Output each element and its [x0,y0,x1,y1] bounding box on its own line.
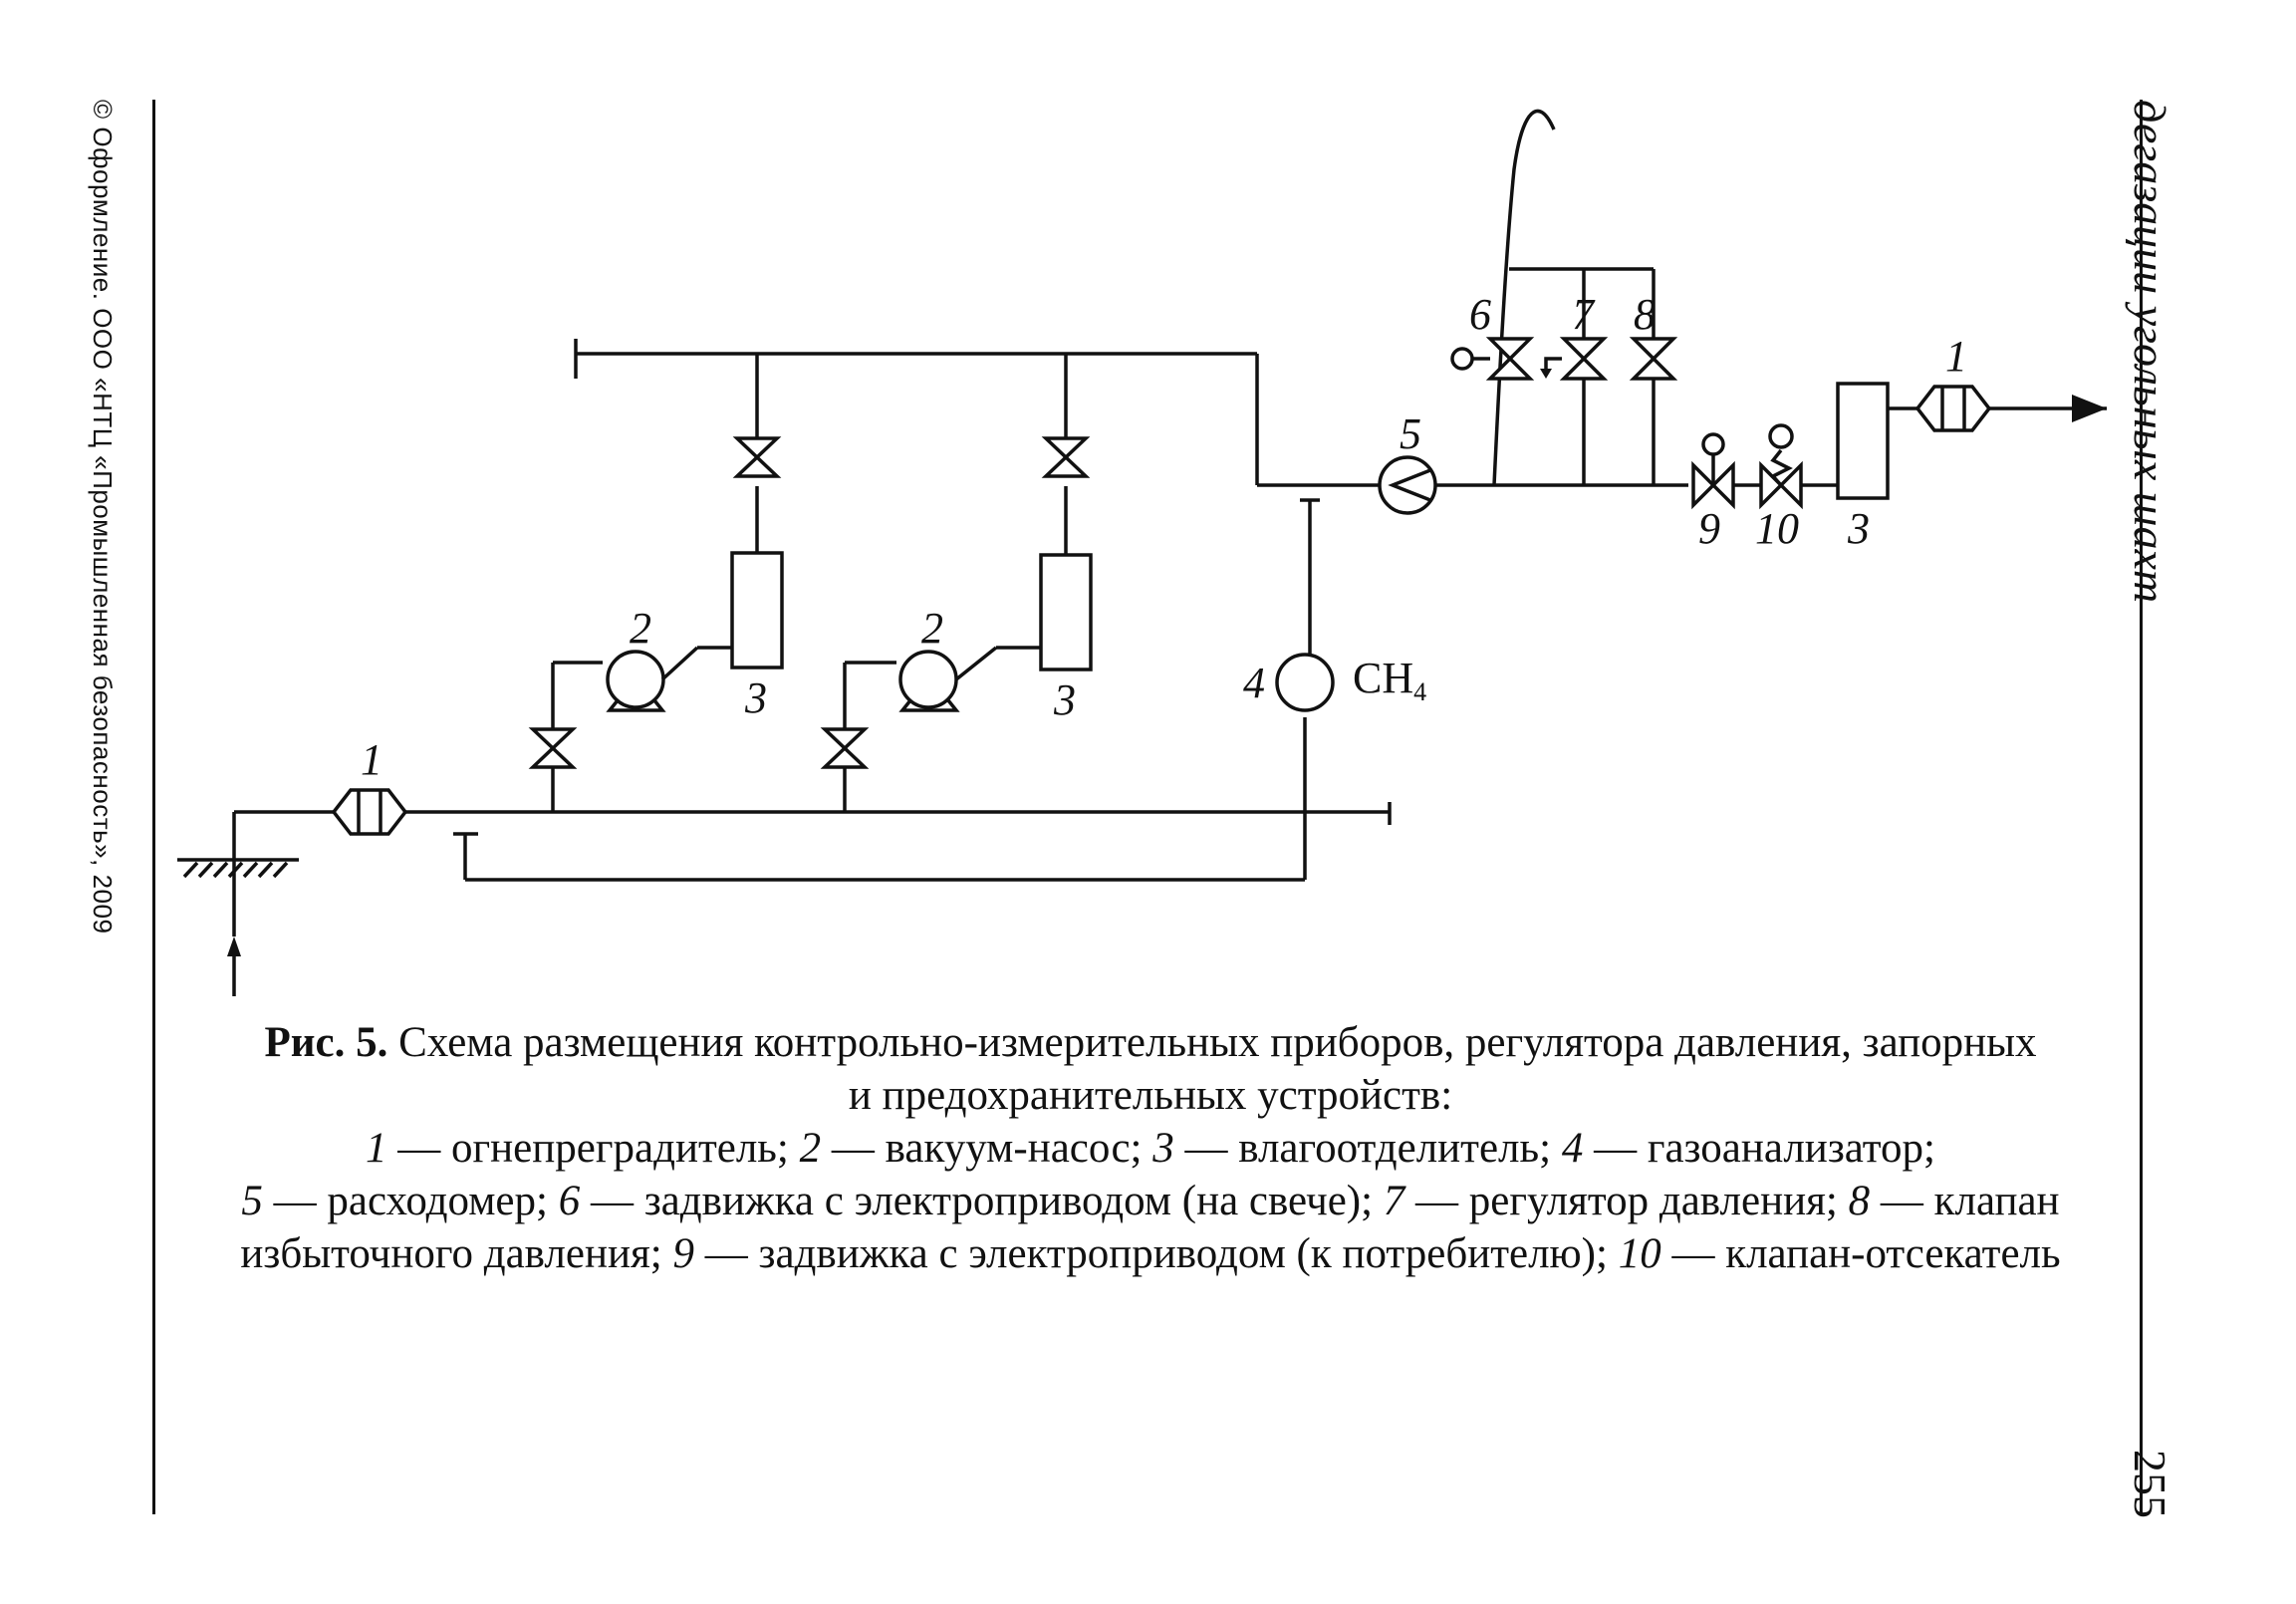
label-separator-a: 3 [744,673,767,722]
caption-legend-line-3: избыточного давления; 9 — задвижка с эле… [240,1230,2061,1277]
valve-7-regulator-icon [1540,337,1609,381]
bypass-return-pipe [453,717,1307,882]
upper-header-pipe [574,339,1380,487]
caption-title-line-2: и предохранительных устройств: [848,1072,1453,1119]
valve-6-electric-icon [1450,337,1535,381]
label-separator-right: 3 [1847,504,1870,553]
valve-9-electric-icon [1691,432,1735,510]
label-pump-b: 2 [921,604,943,653]
valve-8-relief-icon [1629,337,1678,381]
caption-legend-line-2: 5 — расходомер; 6 — задвижка с электропр… [241,1178,2060,1224]
valve-10-shutoff-icon [1759,423,1803,510]
label-arrester-left: 1 [361,735,383,784]
page-number: 255 [2125,1450,2175,1518]
pump-branch-b [820,354,1093,812]
label-flowmeter: 5 [1400,409,1421,458]
caption-title-line-1: Рис. 5. Схема размещения контрольно-изме… [264,1019,2037,1066]
label-analyzer: 4 [1243,659,1265,707]
flame-arrester-right-icon [1914,385,1992,432]
flowmeter-icon [1378,455,1437,515]
gas-analyzer-icon [1275,498,1335,712]
right-margin-rule [2140,100,2143,1514]
label-valve-9: 9 [1698,504,1720,553]
left-margin-rule [152,100,155,1514]
label-valve-6: 6 [1469,290,1491,339]
label-arrester-right: 1 [1945,332,1967,381]
separator-right-icon [1836,382,1890,500]
label-valve-7: 7 [1572,290,1596,339]
degassing-scheme-diagram: 1 2 3 2 3 [177,109,2107,996]
label-methane: CH4 [1353,654,1426,706]
pump-branch-a [528,354,784,812]
caption-legend-line-1: 1 — огнепреградитель; 2 — вакуум-насос; … [366,1125,1935,1172]
inlet-arrow [227,810,334,996]
figure-caption: Рис. 5. Схема размещения контрольно-изме… [179,1016,2122,1280]
label-pump-a: 2 [630,604,651,653]
flame-arrester-left-icon [331,788,408,836]
label-valve-10: 10 [1755,504,1799,553]
label-separator-b: 3 [1053,675,1076,724]
ground-symbol [177,858,299,879]
label-valve-8: 8 [1634,290,1656,339]
